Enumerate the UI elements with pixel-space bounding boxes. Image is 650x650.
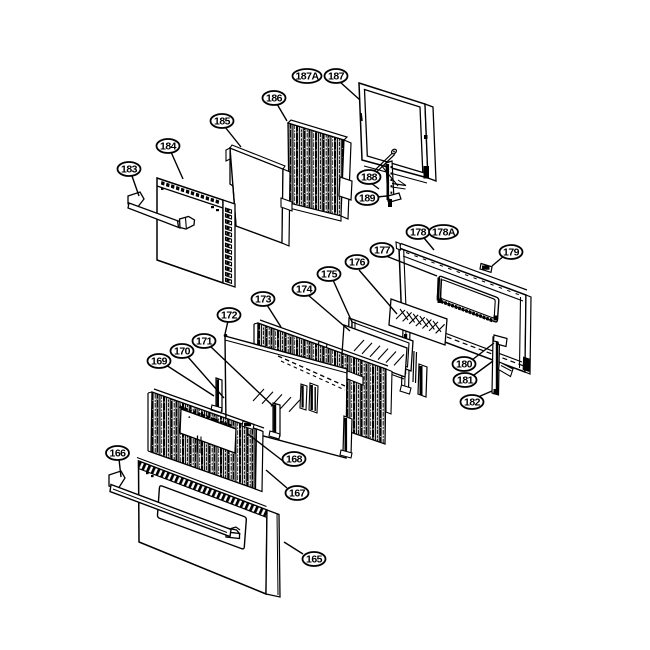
- svg-text:165: 165: [306, 553, 323, 565]
- svg-text:167: 167: [289, 487, 306, 499]
- svg-text:177: 177: [374, 244, 391, 256]
- svg-text:176: 176: [349, 256, 366, 268]
- svg-text:187: 187: [328, 70, 345, 82]
- svg-text:178A: 178A: [432, 226, 456, 238]
- svg-text:181: 181: [457, 374, 474, 386]
- svg-text:180: 180: [456, 358, 473, 370]
- svg-text:189: 189: [359, 192, 376, 204]
- svg-text:168: 168: [286, 453, 303, 465]
- svg-text:170: 170: [174, 345, 191, 357]
- svg-text:187A: 187A: [295, 70, 319, 82]
- svg-text:175: 175: [321, 268, 338, 280]
- svg-text:169: 169: [151, 355, 168, 367]
- svg-text:172: 172: [221, 309, 238, 321]
- svg-text:174: 174: [296, 283, 313, 295]
- svg-text:179: 179: [503, 246, 520, 258]
- svg-text:186: 186: [266, 92, 283, 104]
- svg-text:171: 171: [196, 335, 213, 347]
- svg-text:183: 183: [121, 163, 138, 175]
- svg-text:173: 173: [255, 293, 272, 305]
- svg-text:178: 178: [410, 226, 427, 238]
- svg-text:184: 184: [160, 140, 177, 152]
- svg-text:182: 182: [464, 396, 481, 408]
- svg-text:185: 185: [214, 115, 231, 127]
- svg-text:188: 188: [361, 171, 378, 183]
- svg-text:166: 166: [109, 447, 126, 459]
